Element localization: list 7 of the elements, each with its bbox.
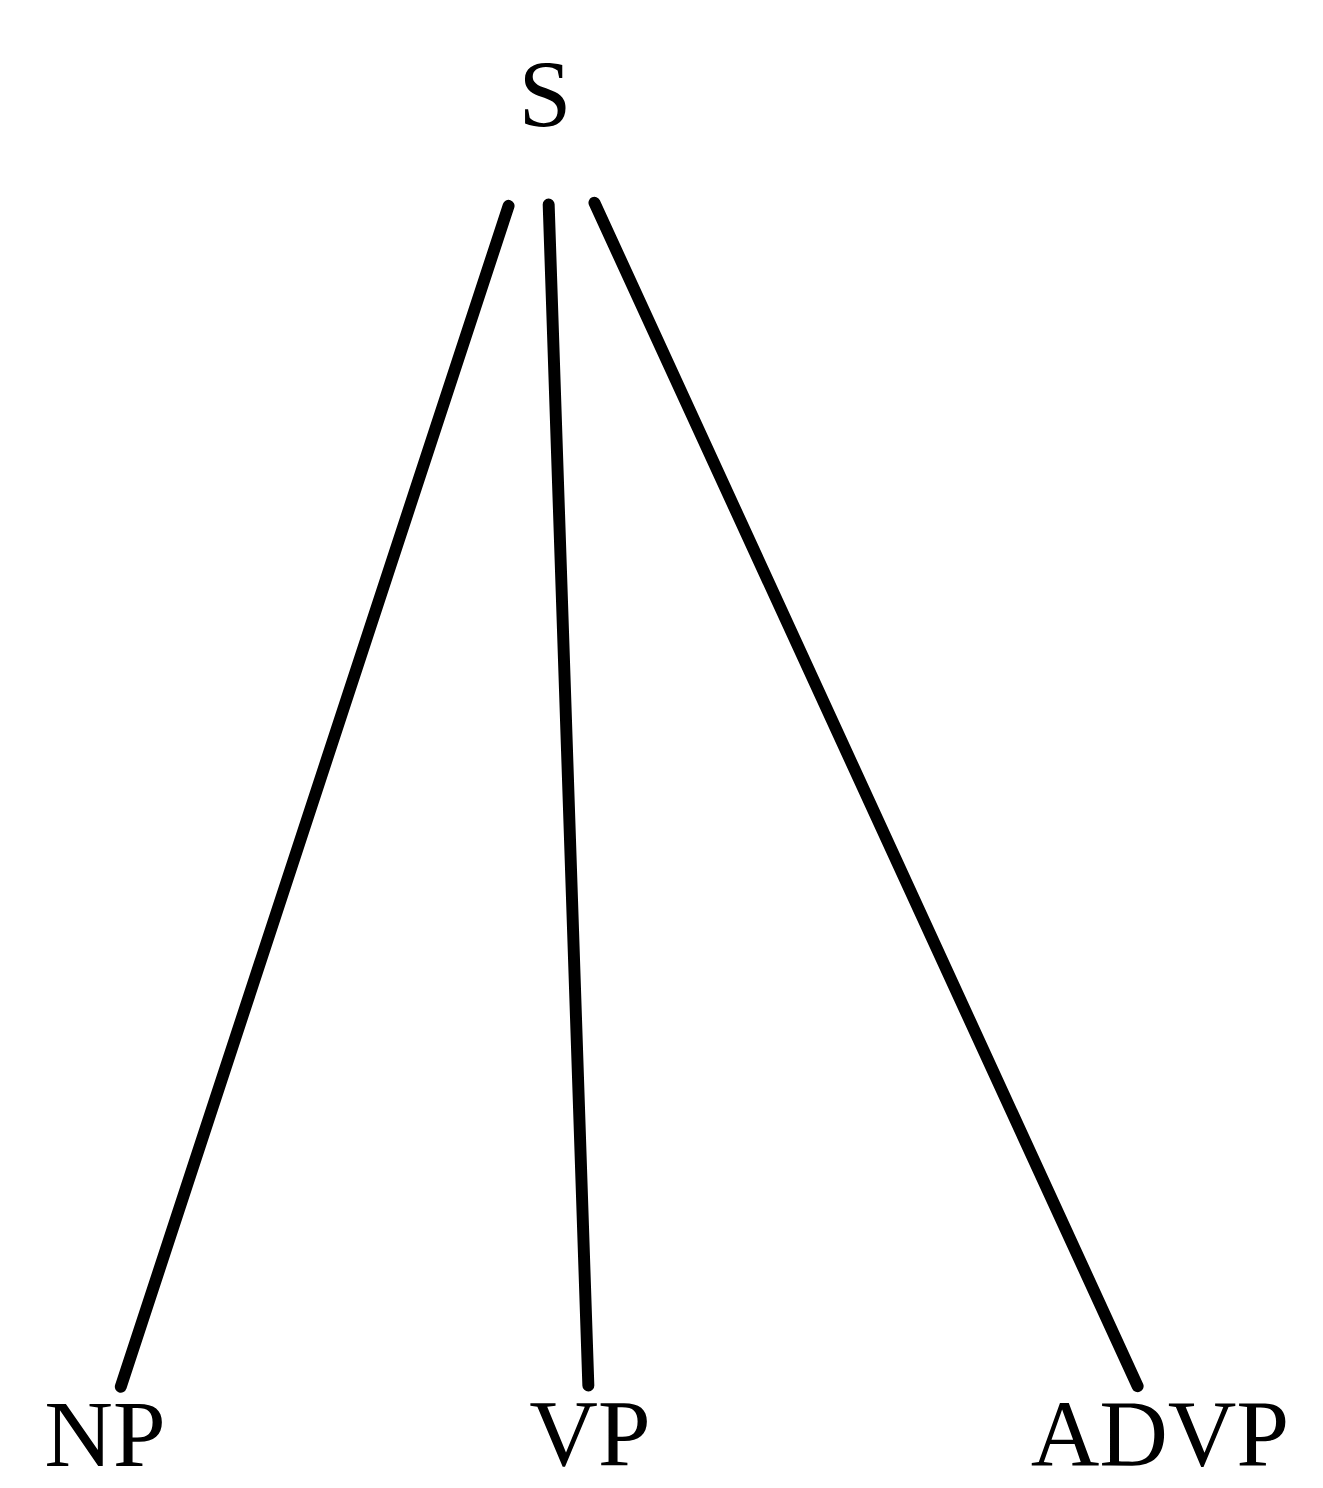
tree-label: ADVP <box>1031 1402 1286 1468</box>
tree-branch <box>542 198 595 1392</box>
tree-label: S <box>524 63 566 127</box>
tree-label: NP <box>47 1403 162 1467</box>
tree-label: VP <box>530 1403 647 1467</box>
tree-branch <box>114 199 515 1393</box>
tree-branch <box>588 196 1144 1393</box>
